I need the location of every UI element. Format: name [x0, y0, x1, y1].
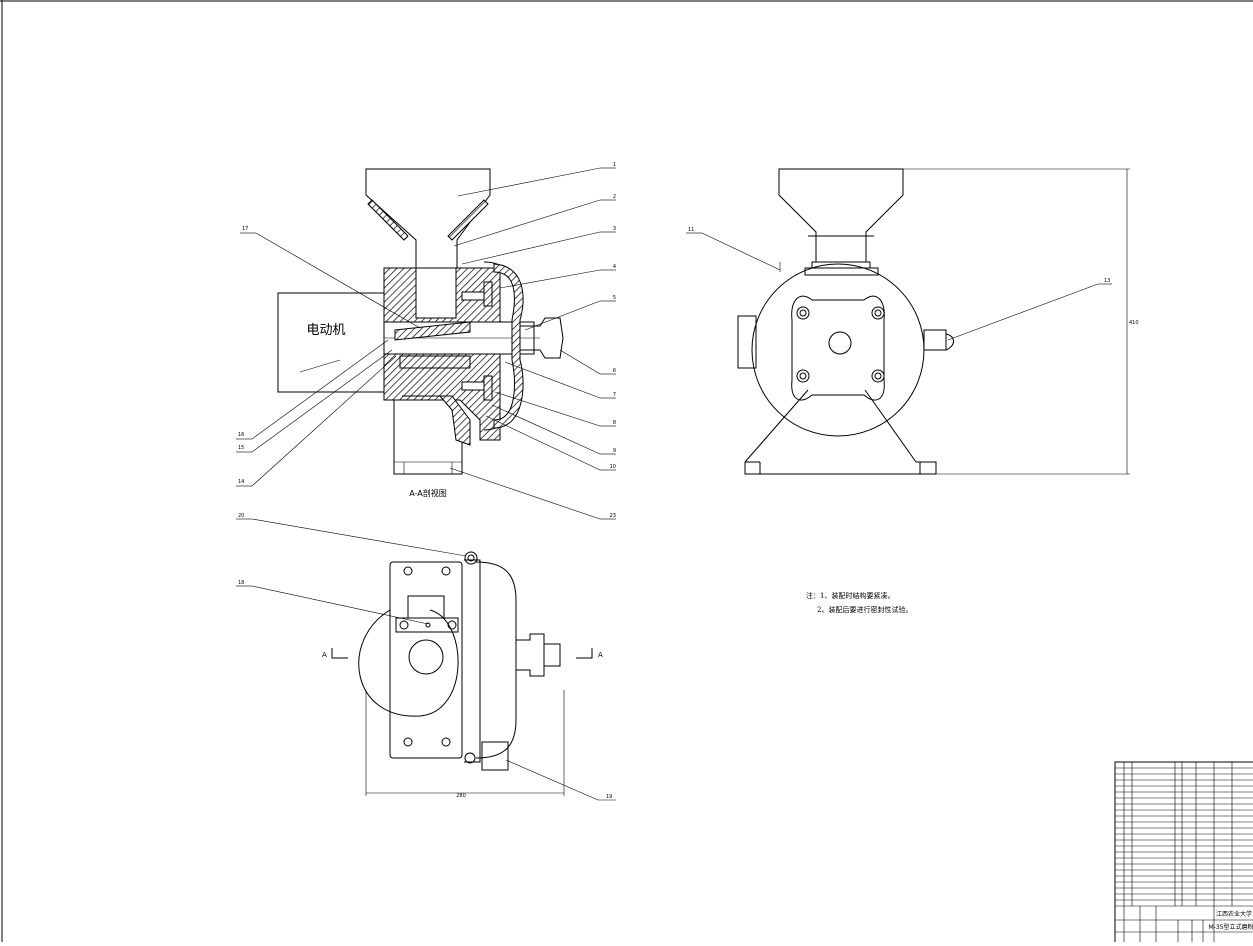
leader-20: 20: [238, 513, 244, 519]
section-mark-left: A: [322, 651, 327, 659]
leader-11: 11: [688, 227, 694, 233]
side-hopper: [778, 168, 904, 263]
leader-8: 8: [613, 420, 616, 426]
plan-disc: [358, 609, 459, 717]
dim-410: 410: [1129, 320, 1139, 326]
motor-label: 电动机: [306, 323, 345, 338]
leader-9: 9: [613, 448, 616, 454]
leader-15: 15: [238, 445, 244, 451]
side-body: [751, 263, 925, 437]
leader-18: 18: [238, 580, 244, 586]
leader-1: 1: [613, 162, 616, 168]
dim-280: 280: [456, 793, 466, 799]
plan-plate: [389, 561, 463, 759]
leader-10: 10: [610, 464, 616, 470]
side-flange: [791, 295, 885, 401]
section-mark-right: A: [598, 651, 603, 659]
side-view: 410 11 13: [686, 168, 1139, 475]
note-line-1: 注：1、装配时结构要紧凑。: [806, 592, 895, 600]
adjust-knob: [519, 317, 564, 359]
leader-2: 2: [613, 194, 616, 200]
leader-23: 23: [610, 513, 616, 519]
leader-16: 16: [238, 432, 244, 438]
motor-body: [277, 292, 395, 393]
leader-6: 6: [613, 368, 616, 374]
drawing-name: M-35型立式磨粉机: [1209, 923, 1253, 931]
plan-view: A A 280 20 18 19: [236, 513, 616, 801]
leader-17: 17: [242, 226, 248, 232]
leader-13: 13: [1104, 278, 1110, 284]
note-line-2: 2、装配后要进行密封性试验。: [817, 606, 913, 614]
leader-14: 14: [238, 479, 244, 485]
school-name: 江西农业大学: [1216, 910, 1252, 918]
leader-7: 7: [613, 392, 616, 398]
leader-3: 3: [613, 226, 616, 232]
leader-5: 5: [613, 295, 616, 301]
leader-19: 19: [606, 794, 612, 800]
section-title: A-A剖视图: [409, 488, 446, 498]
section-view-aa: 电动机 A-A剖视图: [236, 162, 616, 520]
leader-4: 4: [613, 264, 616, 270]
title-block: 江西农业大学 M-35型立式磨粉机: [1114, 761, 1253, 945]
